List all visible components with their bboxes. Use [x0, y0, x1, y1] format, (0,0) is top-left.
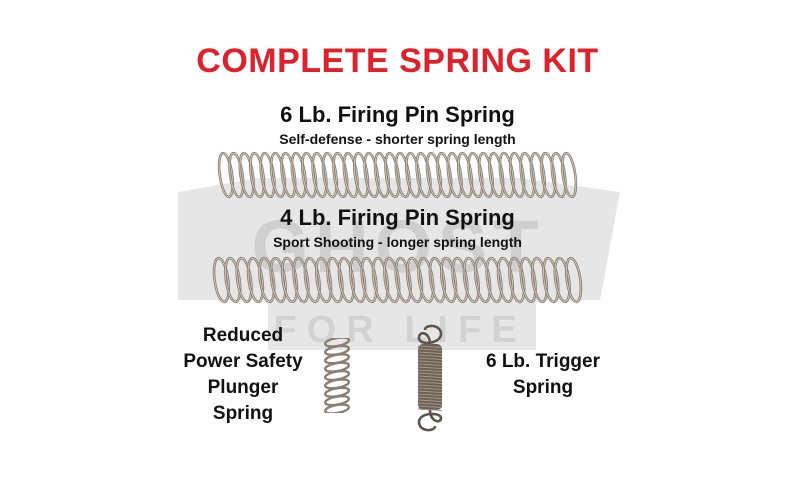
- plunger-spring-label-line-1: Reduced: [202, 325, 284, 346]
- trigger-spring-label-line-1: 6 Lb. Trigger: [485, 351, 601, 372]
- spring-4lb-firing-pin-label: 4 Lb. Firing Pin Spring: [280, 205, 515, 230]
- spring-6lb-firing-pin-description: Self-defense - shorter spring length: [279, 131, 516, 147]
- spring-4lb-firing-pin-description: Sport Shooting - longer spring length: [273, 234, 522, 250]
- plunger-spring-label: Reduced Power Safety Plunger Spring: [158, 323, 328, 427]
- plunger-spring-label-line-2: Power Safety: [183, 351, 303, 372]
- trigger-spring-label: 6 Lb. Trigger Spring: [448, 349, 638, 401]
- firing-pin-spring-4lb-image: [212, 256, 583, 304]
- page-title: COMPLETE SPRING KIT: [196, 42, 599, 80]
- watermark-line-2: FOR LIFE: [273, 309, 526, 351]
- trigger-spring-image: [417, 324, 443, 432]
- plunger-spring-label-line-4: Spring: [212, 403, 274, 424]
- spring-6lb-firing-pin-label: 6 Lb. Firing Pin Spring: [280, 102, 515, 127]
- firing-pin-spring-6lb-image: [217, 151, 578, 199]
- plunger-spring-image: [323, 338, 351, 413]
- plunger-spring-label-line-3: Plunger: [207, 377, 279, 398]
- trigger-spring-label-line-2: Spring: [512, 377, 574, 398]
